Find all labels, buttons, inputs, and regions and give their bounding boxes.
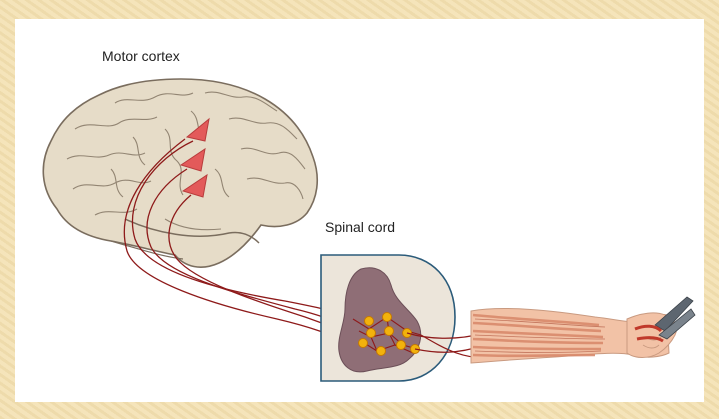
spinal-cord-section (321, 255, 495, 381)
interneuron (367, 329, 376, 338)
interneuron (359, 339, 368, 348)
forearm (471, 309, 677, 363)
interneuron (385, 327, 394, 336)
interneuron (377, 347, 386, 356)
motor-pathway-diagram (15, 19, 704, 402)
motor-cortex-label: Motor cortex (102, 48, 180, 64)
spinal-cord-label: Spinal cord (325, 219, 395, 235)
interneuron (397, 341, 406, 350)
interneuron (365, 317, 374, 326)
interneuron (383, 313, 392, 322)
